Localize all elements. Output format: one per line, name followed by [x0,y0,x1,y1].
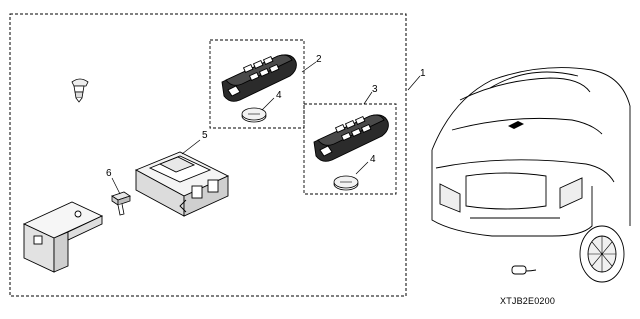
key-fob-2 [221,54,297,102]
key-fob-3 [313,114,389,162]
callout-1: 1 [420,68,426,79]
callout-4-upper: 4 [276,90,282,101]
callout-6: 6 [106,168,112,179]
callout-2: 2 [316,54,322,65]
vehicle-illustration [431,67,631,283]
mounting-bracket-part [22,201,104,273]
callout-3: 3 [372,84,378,95]
diagram-code-label: XTJB2E0200 [500,296,556,306]
push-clip-part [71,78,89,103]
battery-cell-3 [333,175,359,191]
fob-2-frame [209,39,305,129]
bolt-part [111,191,131,216]
callout-4-lower: 4 [370,154,376,165]
kit-frame [9,13,407,297]
fob-3-frame [303,103,397,195]
roof-module-mark [508,121,524,129]
leader-lines [111,61,421,195]
callout-5: 5 [202,130,208,141]
receiver-module-part [134,151,230,217]
battery-cell-2 [241,107,267,123]
